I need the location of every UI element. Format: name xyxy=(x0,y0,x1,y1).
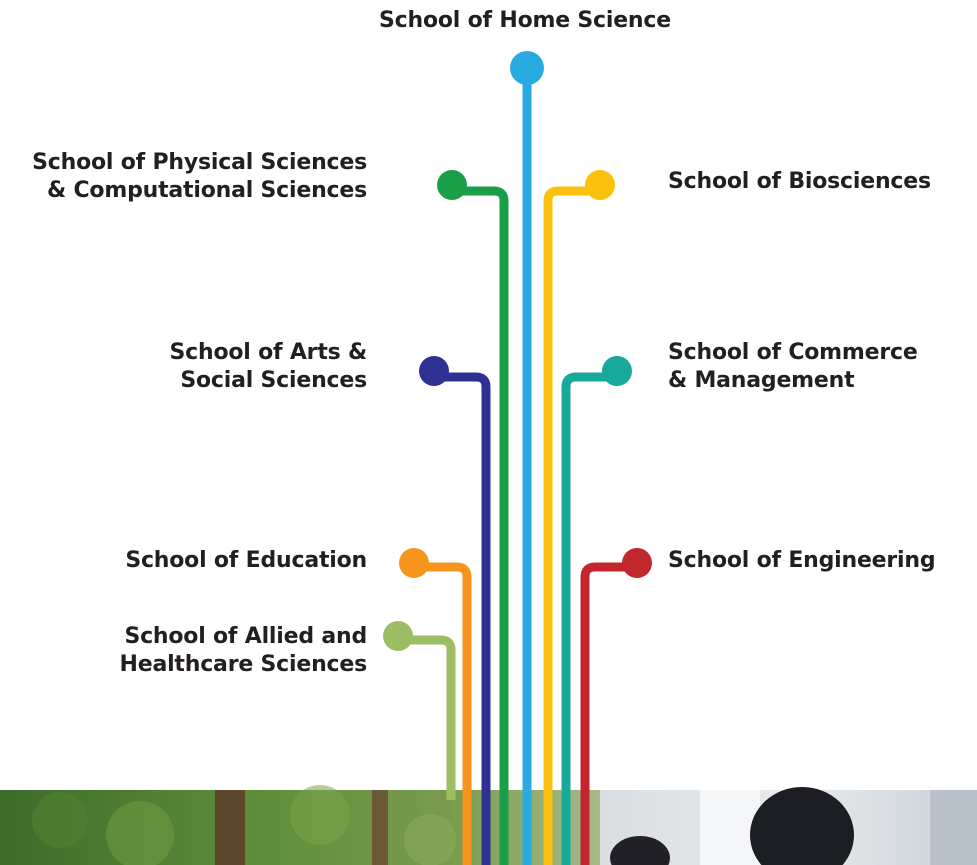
branch-line-physical-computational xyxy=(452,186,509,865)
branch-line-education xyxy=(414,562,472,865)
label-commerce-management[interactable]: School of Commerce & Management xyxy=(668,340,918,393)
branch-line-allied-healthcare xyxy=(398,635,456,800)
branch-dot-engineering[interactable] xyxy=(622,548,652,578)
label-education[interactable]: School of Education xyxy=(125,548,367,573)
branch-dot-biosciences[interactable] xyxy=(585,170,615,200)
branch-dot-physical-computational[interactable] xyxy=(437,170,467,200)
branch-dot-commerce-management[interactable] xyxy=(602,356,632,386)
branch-dots xyxy=(383,51,652,651)
branch-dot-arts-social[interactable] xyxy=(419,356,449,386)
label-allied-healthcare[interactable]: School of Allied and Healthcare Sciences xyxy=(119,624,368,677)
label-home-science[interactable]: School of Home Science xyxy=(379,8,671,33)
label-arts-social[interactable]: School of Arts & Social Sciences xyxy=(169,340,368,393)
label-biosciences[interactable]: School of Biosciences xyxy=(668,169,931,194)
branch-line-engineering xyxy=(580,562,637,865)
branch-line-arts-social xyxy=(434,372,491,865)
branch-line-commerce-management xyxy=(561,372,617,865)
branch-dot-allied-healthcare[interactable] xyxy=(383,621,413,651)
label-physical-computational[interactable]: School of Physical Sciences & Computatio… xyxy=(32,150,367,203)
branch-dot-home-science[interactable] xyxy=(510,51,544,85)
branch-dot-education[interactable] xyxy=(399,548,429,578)
branch-line-biosciences xyxy=(543,186,600,865)
branch-lines xyxy=(398,68,637,865)
label-engineering[interactable]: School of Engineering xyxy=(668,548,936,573)
